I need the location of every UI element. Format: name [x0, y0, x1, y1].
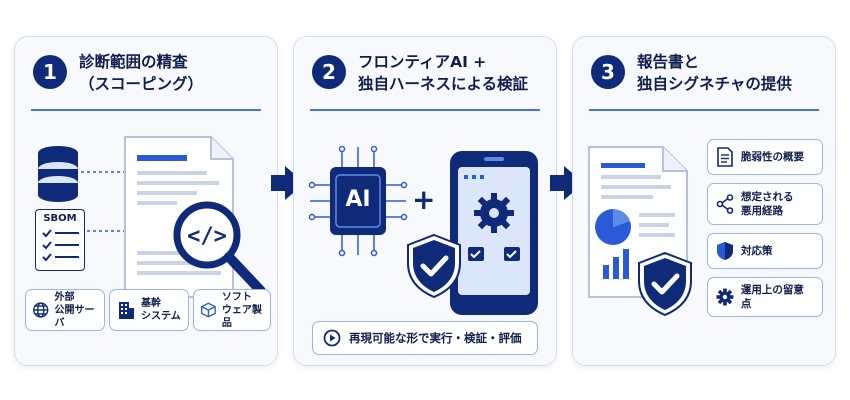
title-divider	[31, 109, 261, 111]
title-divider	[310, 109, 540, 111]
svg-text:</>: </>	[187, 224, 227, 249]
step-title: フロンティアAI + 独自ハーネスによる検証	[358, 53, 529, 93]
step-number-badge: 2	[312, 55, 346, 89]
code-inspection-icon: </>	[124, 136, 266, 298]
sbom-card: SBOM	[35, 209, 85, 271]
play-icon	[323, 329, 341, 347]
plus-sign: +	[412, 183, 436, 216]
scope-chip-core-system: 基幹システム	[109, 289, 189, 331]
execution-summary: 再現可能な形で実行・検証・評価	[312, 321, 538, 355]
step-number-badge: 1	[33, 55, 67, 89]
package-icon	[201, 302, 216, 318]
report-item-vulnerability-summary: 脆弱性の概要	[707, 139, 823, 175]
step-number-badge: 3	[591, 55, 625, 89]
title-divider	[589, 109, 819, 111]
report-item-exploit-path: 想定される悪用経路	[707, 183, 823, 225]
report-item-operational-notes: 運用上の留意点	[707, 277, 823, 317]
scope-chip-public-server: 外部公開サーバ	[25, 289, 105, 331]
document-icon	[717, 147, 733, 167]
step-3-panel: 3 報告書と 独自シグネチャの提供 脆弱性の概要 想定される悪用経路 対応策 運…	[572, 36, 836, 366]
sbom-label: SBOM	[43, 213, 77, 224]
shield-icon	[717, 242, 733, 260]
step-2-panel: 2 フロンティアAI + 独自ハーネスによる検証 AI +	[293, 36, 557, 366]
globe-icon	[33, 302, 49, 318]
harness-device-icon	[450, 151, 538, 315]
shield-check-icon	[407, 233, 461, 299]
building-icon	[119, 302, 134, 319]
step-title: 診断範囲の精査 （スコーピング）	[79, 53, 204, 93]
ai-label: AI	[345, 187, 371, 212]
dashed-connector	[81, 171, 125, 232]
report-item-countermeasures: 対応策	[707, 233, 823, 269]
scope-chip-software-product: ソフトウェア製品	[193, 289, 271, 331]
path-nodes-icon	[716, 194, 734, 214]
gear-icon	[716, 288, 734, 306]
checklist-icon	[42, 229, 79, 262]
step-title: 報告書と 独自シグネチャの提供	[637, 53, 792, 93]
database-icon	[38, 146, 78, 202]
shield-check-icon	[638, 251, 692, 317]
ai-chip-icon	[308, 145, 408, 257]
step-1-panel: 1 診断範囲の精査 （スコーピング） SBOM	[14, 36, 278, 366]
